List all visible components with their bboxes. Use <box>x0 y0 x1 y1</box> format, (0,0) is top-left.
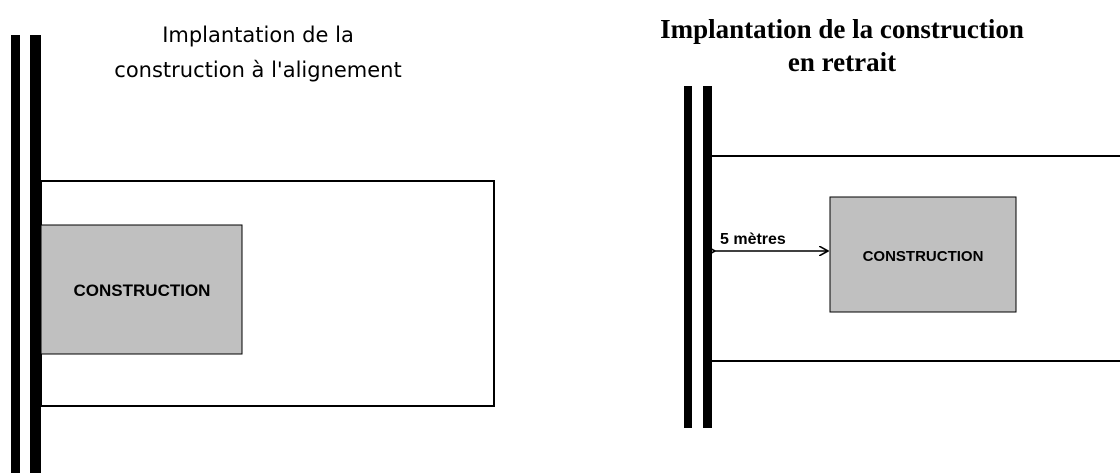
setback-label: 5 mètres <box>720 231 786 248</box>
right-title-line2: en retrait <box>788 47 896 77</box>
right-title-line1: Implantation de la construction <box>660 14 1024 44</box>
left-road-line-inner <box>30 35 41 473</box>
right-road-line-outer <box>684 86 692 428</box>
left-construction-box <box>40 224 243 355</box>
left-road-line-outer <box>11 35 20 473</box>
right-construction-box <box>829 196 1017 313</box>
left-title-line2: construction à l'alignement <box>114 58 401 82</box>
right-panel: Implantation de la construction en retra… <box>660 14 1120 428</box>
left-construction-label: CONSTRUCTION <box>74 281 211 300</box>
left-title-line1: Implantation de la <box>162 23 354 47</box>
left-panel: Implantation de la construction à l'alig… <box>11 23 495 473</box>
right-road-line-inner <box>703 86 712 428</box>
right-construction-label: CONSTRUCTION <box>863 248 984 265</box>
